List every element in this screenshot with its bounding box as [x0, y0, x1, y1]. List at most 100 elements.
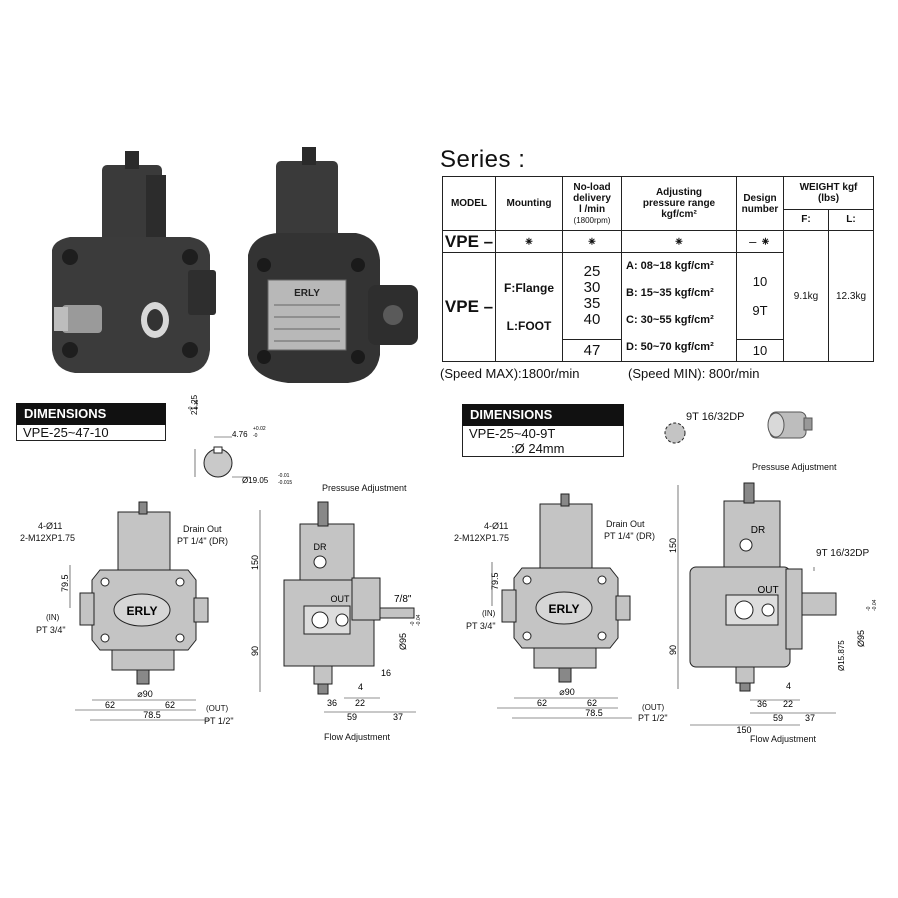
hdr-design-1: Design	[743, 192, 777, 204]
hdr-pressure-1: Adjusting	[655, 187, 703, 198]
right-side-d95-tol2: -0.04	[872, 599, 878, 611]
speed-min: (Speed MIN): 800r/min	[628, 366, 760, 381]
row2-mounting: F:Flange L:FOOT	[495, 252, 563, 362]
right-holes: 4-Ø11	[484, 521, 509, 531]
shaft-dia-tol2: -0.015	[278, 480, 292, 486]
shaft-key-tol1: +0.02	[253, 426, 266, 432]
right-spline2: 9T 16/32DP	[816, 548, 870, 559]
right-side-out: OUT	[757, 585, 778, 596]
right-out: (OUT)	[642, 703, 665, 712]
weight-f-value: 9.1kg	[783, 230, 829, 362]
left-flow-adj: Flow Adjustment	[324, 732, 391, 742]
left-shaft-diagram: 21.25 -0 -0.15 4.76 +0.02 -0 Ø19.05 -0.0…	[188, 395, 292, 486]
left-thread: 2-M12XP1.75	[20, 533, 76, 543]
row1-model: VPE –	[442, 230, 496, 253]
right-spline: 9T 16/32DP	[686, 411, 745, 423]
left-side-out: OUT	[331, 594, 351, 604]
right-front-w785: 78.5	[585, 708, 603, 718]
delivery-25: 25	[583, 263, 601, 280]
shaft-height-tol2: -0.15	[194, 399, 200, 411]
left-front-h1: 79.5	[60, 574, 70, 592]
hdr-delivery-rpm: (1800rpm)	[573, 215, 611, 225]
left-side-d95-tol1: -0	[410, 621, 416, 626]
left-front-d90: ⌀90	[137, 689, 152, 699]
hdr-delivery-2: delivery	[573, 192, 611, 204]
right-front-d90: ⌀90	[559, 687, 574, 697]
right-in-port: PT 3/4"	[466, 621, 496, 631]
hdr-pressure-3: kgf/cm²	[661, 209, 697, 220]
right-dimensions-box: DIMENSIONS VPE-25~40-9T :Ø 24mm	[462, 404, 624, 457]
pressure-d: D: 50~70 kgf/cm²	[626, 341, 714, 353]
row1-mount-mark: ⁕	[495, 230, 563, 253]
left-side-dr: DR	[314, 542, 327, 552]
left-side-h150: 150	[250, 555, 260, 570]
right-front-view: ERLY ⌀90 62 62 78.5 79.5	[490, 493, 632, 719]
right-side-view: DR OUT 150 90 4 36 22 59 37 150 Ø15.875 …	[668, 482, 878, 735]
hdr-delivery-3: l /min	[578, 203, 606, 215]
right-drain: Drain Out	[606, 519, 645, 529]
hdr-weight-1: WEIGHT kgf	[799, 182, 858, 193]
left-side-view: DR OUT 150 90 4 36 22 59 37 16 7/8" Ø95 …	[250, 501, 422, 722]
hdr-design-2: number	[741, 203, 779, 215]
hdr-pressure: Adjusting pressure range kgf/cm²	[621, 176, 737, 231]
left-side-d78: 7/8"	[394, 594, 412, 605]
hdr-weight-f: F:	[784, 210, 829, 230]
pump-photo-rear: ERLY	[248, 147, 418, 383]
design-10b: 10	[737, 339, 783, 361]
left-front-w62a: 62	[105, 700, 115, 710]
left-in: (IN)	[46, 613, 60, 622]
right-flow-adj: Flow Adjustment	[750, 734, 817, 744]
right-drain-port: PT 1/4" (DR)	[604, 531, 656, 541]
left-front-view: ERLY ⌀90 62 62 78.5 79.5	[60, 501, 210, 721]
left-out-port: PT 1/2"	[204, 716, 234, 726]
row2-design: 10 9T 10	[736, 252, 784, 362]
shaft-height-tol1: -0	[188, 406, 194, 411]
left-out: (OUT)	[206, 704, 229, 713]
right-thread: 2-M12XP1.75	[454, 533, 510, 543]
pump-photo-front	[52, 151, 216, 373]
right-side-d95-tol1: -0	[866, 606, 872, 611]
left-side-d16: 16	[381, 668, 391, 678]
delivery-30: 30	[583, 279, 601, 296]
row2-pressure: A: 08~18 kgf/cm² B: 15~35 kgf/cm² C: 30~…	[621, 252, 737, 362]
right-side-d15875: Ø15.875	[837, 640, 846, 671]
right-dimensions-shaft: :Ø 24mm	[511, 441, 565, 456]
left-side-d59: 59	[347, 712, 357, 722]
left-side-d4: 4	[358, 682, 363, 692]
right-dimensions-header: DIMENSIONS	[462, 404, 624, 426]
pressure-a: A: 08~18 kgf/cm²	[626, 260, 714, 272]
left-dimensions-model: VPE-25~47-10	[16, 425, 166, 441]
left-pressure-adj: Pressuse Adjustment	[322, 483, 407, 493]
right-side-h150: 150	[668, 538, 678, 553]
series-table: MODEL Mounting No-load delivery l /min (…	[442, 176, 874, 362]
delivery-40: 40	[583, 311, 601, 328]
right-side-h90: 90	[668, 645, 678, 655]
left-in-port: PT 3/4"	[36, 625, 66, 635]
left-front-w62b: 62	[165, 700, 175, 710]
left-front-w785: 78.5	[143, 710, 161, 720]
design-10a: 10	[752, 274, 768, 289]
right-side-d95: Ø95	[856, 630, 866, 647]
left-side-d22: 22	[355, 698, 365, 708]
hdr-design: Design number	[736, 176, 784, 231]
series-title: Series :	[440, 146, 526, 173]
right-out-port: PT 1/2"	[638, 713, 668, 723]
right-side-dr: DR	[751, 525, 765, 536]
hdr-pressure-2: pressure range	[642, 198, 716, 209]
hdr-mounting: Mounting	[495, 176, 563, 231]
left-side-d95-tol2: -0.04	[416, 614, 422, 626]
delivery-35: 35	[583, 295, 601, 312]
weight-l-value: 12.3kg	[828, 230, 874, 362]
shaft-height: 21.25	[190, 395, 199, 415]
left-side-d37: 37	[393, 712, 403, 722]
pressure-c: C: 30~55 kgf/cm²	[626, 314, 714, 326]
right-side-d37: 37	[805, 713, 815, 723]
left-drain: Drain Out	[183, 524, 222, 534]
delivery-47: 47	[563, 339, 621, 361]
right-side-d36: 36	[757, 699, 767, 709]
left-front-brand: ERLY	[127, 604, 158, 618]
row1-delivery-mark: ⁕	[562, 230, 622, 253]
right-side-d59: 59	[773, 713, 783, 723]
right-in: (IN)	[482, 609, 496, 618]
mount-foot: L:FOOT	[506, 319, 552, 333]
